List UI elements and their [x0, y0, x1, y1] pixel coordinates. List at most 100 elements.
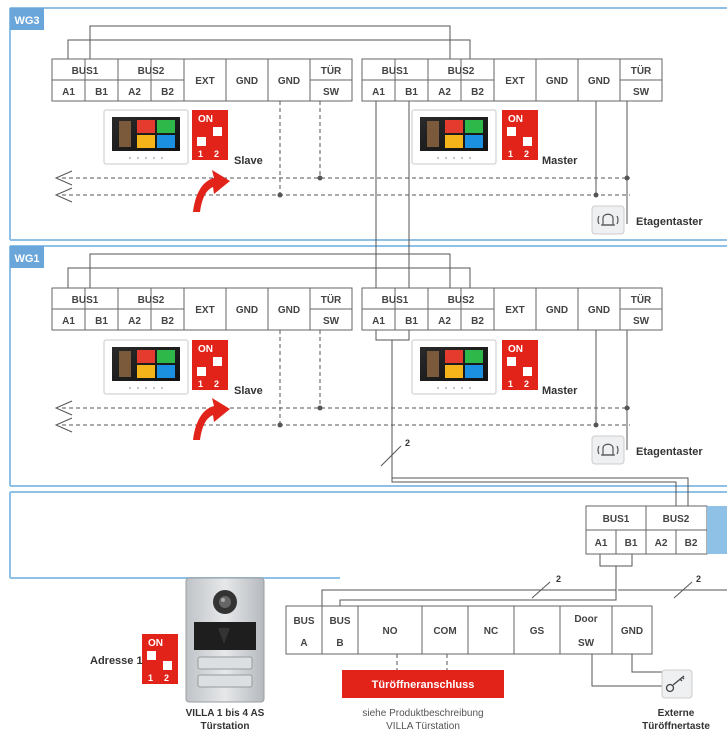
- terminal-bus-a-top: BUS: [293, 616, 314, 627]
- master-label-wg3: Master: [542, 155, 578, 167]
- terminal-a2: A2: [438, 87, 451, 98]
- terminal-b1: B1: [625, 538, 638, 549]
- terminal-bus2: BUS2: [138, 295, 165, 306]
- terminal-gnd: GND: [588, 305, 610, 316]
- dip-on-label: ON: [508, 114, 523, 125]
- dip-on-label: ON: [508, 344, 523, 355]
- terminal-b2: B2: [161, 316, 174, 327]
- bell-icon: [597, 213, 619, 226]
- dip-switch-2-label: 2: [214, 149, 219, 159]
- terminal-tuer: TÜR: [321, 293, 342, 306]
- section-frames: [9, 7, 727, 579]
- section-label-wg1: WG1: [14, 253, 39, 265]
- dip-switch-wg1-slave: ON 1 2: [192, 340, 228, 390]
- terminal-a1: A1: [595, 538, 608, 549]
- etagentaster-wg1: Etagentaster: [591, 435, 703, 465]
- tueroeffner-note-2: VILLA Türstation: [386, 721, 460, 732]
- terminal-sw: SW: [633, 316, 650, 327]
- dip-switch-1-label: 1: [508, 149, 513, 159]
- terminal-a1: A1: [62, 316, 75, 327]
- terminal-ext: EXT: [505, 305, 524, 316]
- terminal-a2: A2: [128, 87, 141, 98]
- terminal-door-gnd: GND: [621, 626, 643, 637]
- etagentaster-label-wg3: Etagentaster: [636, 216, 703, 228]
- terminal-door: Door: [574, 614, 597, 625]
- terminal-bus1: BUS1: [382, 295, 409, 306]
- external-door-button: [661, 669, 693, 699]
- terminal-b1: B1: [405, 316, 418, 327]
- external-button-label-2: Türöffnertaste: [642, 721, 710, 732]
- terminal-a1: A1: [372, 87, 385, 98]
- terminal-bus1: BUS1: [72, 66, 99, 77]
- monitor-wg3-slave: [103, 109, 189, 165]
- dip-switch-wg1-master: ON 1 2: [502, 340, 538, 390]
- curved-arrow-icon: [193, 398, 230, 440]
- dip-on-label: ON: [198, 344, 213, 355]
- section-label-wg3: WG3: [14, 15, 39, 27]
- terminal-sw: SW: [323, 87, 340, 98]
- terminal-tuer: TÜR: [631, 293, 652, 306]
- terminal-b2: B2: [471, 87, 484, 98]
- bell-icon: [597, 443, 619, 456]
- dip-switch-1-label: 1: [198, 379, 203, 389]
- slave-label-wg1: Slave: [234, 385, 263, 397]
- dip-switch-2-label: 2: [214, 379, 219, 389]
- tueroeffner-callout: Türöffneranschluss: [342, 670, 504, 698]
- arrow-heads: [54, 170, 73, 433]
- terminal-a1: A1: [372, 316, 385, 327]
- curved-arrow-icon: [193, 170, 230, 212]
- terminal-b1: B1: [95, 316, 108, 327]
- terminal-bus-a: A: [300, 638, 307, 649]
- terminal-bus1: BUS1: [382, 66, 409, 77]
- terminal-bus2: BUS2: [448, 295, 475, 306]
- terminal-bus-b-top: BUS: [329, 616, 350, 627]
- dip-switch-2-label: 2: [524, 149, 529, 159]
- monitor-icon: [411, 109, 497, 165]
- section-tag-wg1: WG1: [10, 246, 44, 268]
- monitor-wg3-master: [411, 109, 497, 165]
- door-station-name: VILLA 1 bis 4 AS: [186, 708, 265, 719]
- terminal-gnd: GND: [546, 305, 568, 316]
- terminal-bus2: BUS2: [663, 514, 690, 525]
- terminal-sw: SW: [323, 316, 340, 327]
- terminal-gnd: GND: [278, 305, 300, 316]
- terminal-gnd: GND: [236, 305, 258, 316]
- terminal-b2: B2: [161, 87, 174, 98]
- monitor-wg1-slave: [103, 339, 189, 395]
- dip-on-label: ON: [148, 638, 163, 649]
- address-label: Adresse 1: [90, 655, 143, 667]
- terminal-ext: EXT: [195, 305, 214, 316]
- dip-switch-1-label: 1: [508, 379, 513, 389]
- terminal-gnd: GND: [588, 76, 610, 87]
- dip-switch-wg3-master: ON 1 2: [502, 110, 538, 160]
- terminal-tuer: TÜR: [321, 64, 342, 77]
- terminal-bus1: BUS1: [603, 514, 630, 525]
- dip-on-label: ON: [198, 114, 213, 125]
- terminal-gnd: GND: [236, 76, 258, 87]
- external-button-label-1: Externe: [658, 708, 695, 719]
- section-tag-wg3: WG3: [10, 8, 44, 30]
- terminal-gnd: GND: [546, 76, 568, 87]
- tueroeffner-title: Türöffneranschluss: [372, 679, 475, 691]
- dip-switch-1-label: 1: [198, 149, 203, 159]
- master-label-wg1: Master: [542, 385, 578, 397]
- tueroeffner-note-1: siehe Produktbeschreibung: [362, 708, 483, 719]
- junction-dots: [277, 175, 630, 428]
- door-station-type: Türstation: [201, 721, 250, 732]
- door-station-icon: [185, 577, 265, 703]
- dashed-lines: [62, 101, 630, 670]
- terminal-a2: A2: [655, 538, 668, 549]
- monitor-icon: [103, 109, 189, 165]
- terminal-ext: EXT: [505, 76, 524, 87]
- wire-count-label: 2: [696, 574, 701, 584]
- terminal-gs: GS: [530, 626, 545, 637]
- dip-switch-2-label: 2: [524, 379, 529, 389]
- terminal-bus2: BUS2: [138, 66, 165, 77]
- terminal-sw: SW: [633, 87, 650, 98]
- terminal-no: NO: [383, 626, 398, 637]
